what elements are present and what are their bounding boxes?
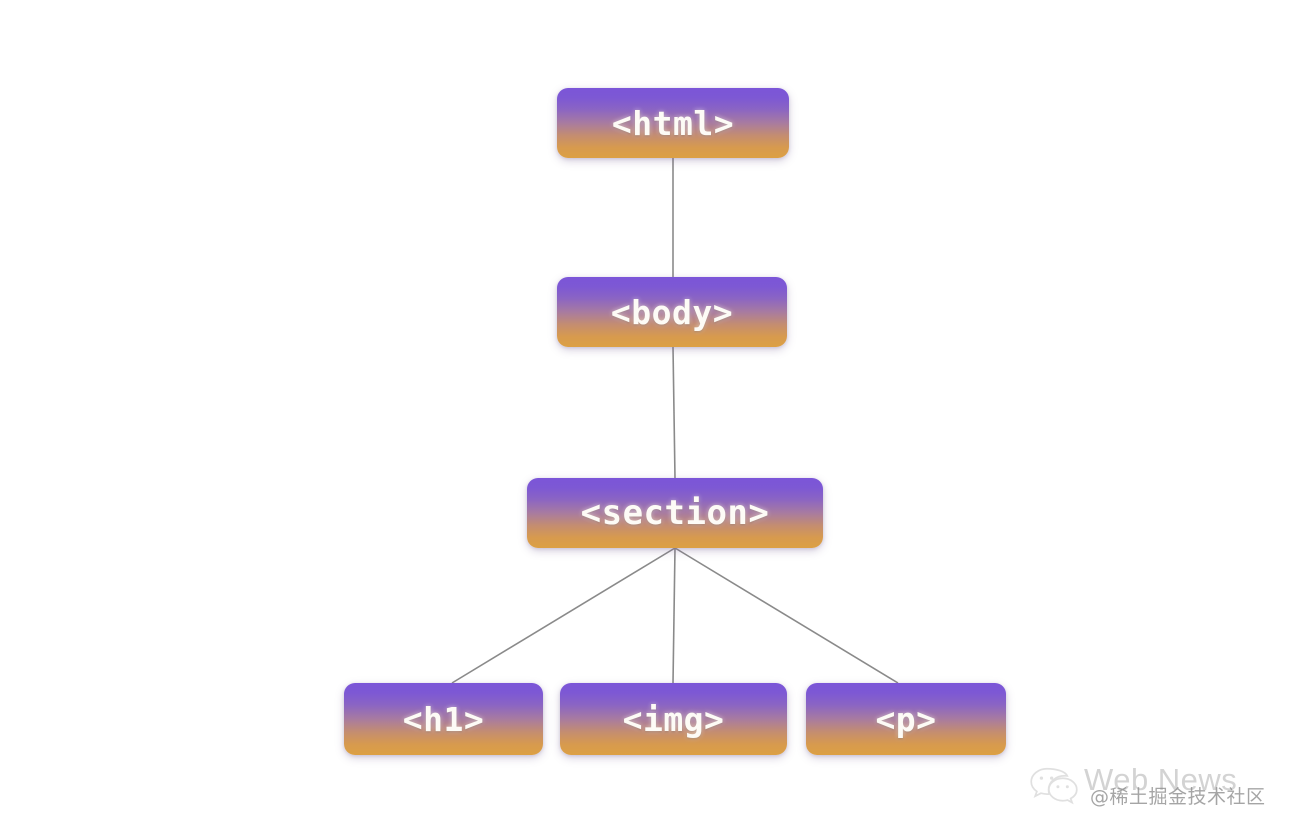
edge-body-section [672, 346, 676, 479]
wechat-icon [1030, 767, 1078, 805]
node-h1[interactable]: <h1> [344, 683, 543, 755]
node-html[interactable]: <html> [557, 88, 789, 158]
node-h1-label: <h1> [402, 699, 485, 739]
node-p[interactable]: <p> [806, 683, 1006, 755]
node-img[interactable]: <img> [560, 683, 787, 755]
edge-section-h1 [451, 547, 676, 684]
node-section[interactable]: <section> [527, 478, 823, 548]
node-body[interactable]: <body> [557, 277, 787, 347]
node-section-label: <section> [580, 493, 770, 533]
edge-section-img [672, 547, 676, 684]
node-html-label: <html> [611, 103, 735, 143]
watermark-community: @稀土掘金技术社区 [1090, 786, 1266, 808]
node-body-label: <body> [610, 292, 734, 332]
edge-section-p [674, 547, 899, 684]
watermark: Web News @稀土掘金技术社区 [1024, 756, 1286, 820]
node-img-label: <img> [622, 699, 725, 739]
watermark-brand: Web News [1084, 762, 1238, 797]
node-p-label: <p> [875, 699, 937, 739]
